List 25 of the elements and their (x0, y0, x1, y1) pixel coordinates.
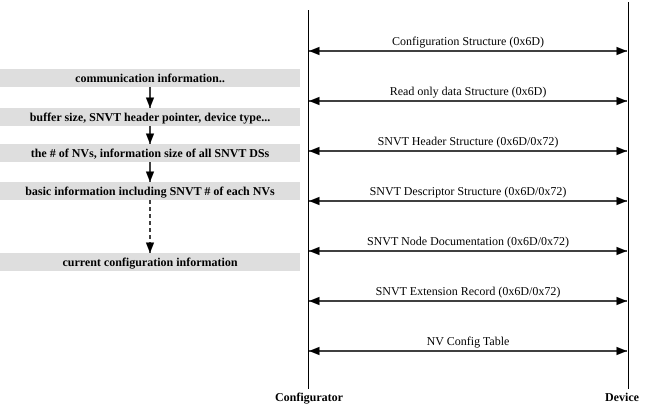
info-band: communication information.. (0, 69, 300, 87)
arrow (146, 87, 154, 108)
message-arrow (309, 46, 627, 56)
message-arrow (309, 346, 627, 356)
arrow (146, 126, 154, 144)
info-band: the # of NVs, information size of all SNVT DSs (0, 144, 300, 162)
edge-label: NV Config Table (424, 334, 512, 348)
message-arrow (309, 296, 627, 306)
arrow (146, 200, 154, 253)
edge-label: SNVT Extension Record (0x6D/0x72) (374, 284, 562, 298)
message-arrow (309, 146, 627, 156)
edge-label: Read only data Structure (0x6D) (388, 84, 548, 98)
message-arrow (309, 196, 627, 206)
message-arrow (309, 246, 627, 256)
participant-label: Configurator (274, 390, 344, 405)
participant-label: Device (604, 390, 640, 405)
info-band: basic information including SNVT # of each NVs (0, 182, 300, 200)
edge-label: Configuration Structure (0x6D) (390, 34, 546, 48)
message-arrow (309, 96, 627, 106)
edge-label: SNVT Header Structure (0x6D/0x72) (376, 134, 560, 148)
edge-label: SNVT Node Documentation (0x6D/0x72) (364, 234, 572, 248)
edge-label: SNVT Descriptor Structure (0x6D/0x72) (368, 184, 568, 198)
info-band: buffer size, SNVT header pointer, device type... (0, 108, 300, 126)
arrow (146, 162, 154, 182)
info-band: current configuration information (0, 253, 300, 271)
